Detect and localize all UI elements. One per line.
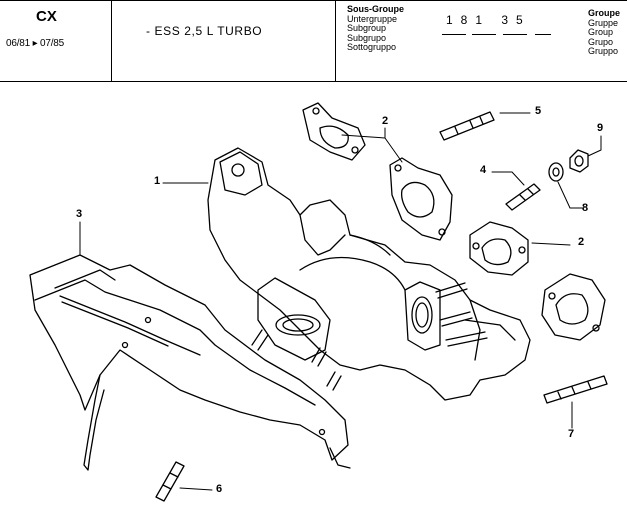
heat-shield-part-3: [29, 254, 351, 471]
group-label-es: Grupo: [588, 36, 614, 47]
exhaust-manifold-part-1: [207, 147, 531, 401]
callout-7: 7: [568, 428, 575, 440]
divider-2: [335, 0, 336, 82]
code-underline-1: [442, 34, 466, 35]
stud-part-6: [155, 461, 185, 502]
group-label-fr: Groupe: [588, 8, 621, 18]
top-border: [0, 0, 627, 1]
engine-description: - ESS 2,5 L TURBO: [146, 24, 263, 38]
callout-4: 4: [480, 164, 487, 176]
model-name: CX: [36, 8, 57, 25]
callout-1: 1: [154, 175, 161, 187]
stud-part-4: [505, 183, 541, 211]
subgroup-label-fr: Sous-Groupe: [347, 4, 405, 14]
stud-part-7: [543, 375, 608, 404]
group-label-de: Gruppe: [588, 17, 619, 28]
callout-2-lower: 2: [578, 236, 585, 248]
subgroup-labels: Sous-Groupe Untergruppe Subgroup Subgrup…: [347, 4, 405, 53]
code-underline-3: [503, 34, 527, 35]
callout-5: 5: [535, 105, 542, 117]
subgroup-label-de: Untergruppe: [347, 13, 398, 24]
callout-9: 9: [597, 122, 604, 134]
callout-2-upper: 2: [382, 115, 389, 127]
header-bottom-border: [0, 81, 627, 82]
nut-part-9: [569, 149, 589, 173]
group-label-en: Group: [588, 27, 614, 37]
gasket-upper-part-2: [302, 102, 453, 241]
stud-part-5: [439, 111, 495, 141]
subgroup-label-it: Sottogruppo: [347, 42, 397, 52]
group-labels: Groupe Gruppe Group Grupo Gruppo: [588, 8, 621, 57]
leader-lines: [79, 112, 602, 491]
callout-8: 8: [582, 202, 589, 214]
header: CX 06/81 ▸ 07/85 - ESS 2,5 L TURBO Sous-…: [0, 0, 627, 82]
subgroup-label-es: Subgrupo: [347, 32, 387, 43]
subgroup-code: 181 35: [446, 13, 531, 27]
date-range: 06/81 ▸ 07/85: [6, 38, 65, 49]
callout-6: 6: [216, 483, 223, 495]
code-underline-4: [535, 34, 551, 35]
group-label-it: Gruppo: [588, 46, 619, 56]
callout-3: 3: [76, 208, 83, 220]
code-underline-2: [472, 34, 496, 35]
subgroup-label-en: Subgroup: [347, 23, 387, 33]
washer-part-8: [548, 162, 564, 182]
manifold-studs: [251, 282, 488, 391]
gasket-lower-part-2: [469, 221, 606, 341]
divider-1: [111, 0, 112, 82]
